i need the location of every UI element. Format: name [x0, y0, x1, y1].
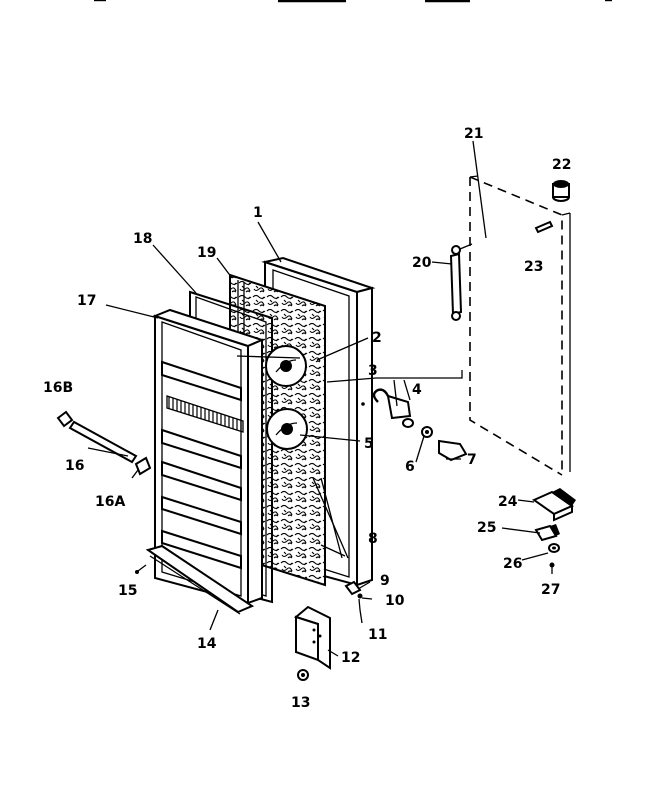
- callout-6: 6: [405, 459, 415, 475]
- callout-11: 11: [368, 627, 387, 643]
- callout-26: 26: [503, 556, 522, 572]
- door-handle: [449, 243, 473, 321]
- callout-labels: 1 2 3 4 5 6 7 8 9 10 11 12 13 14 15 16 1…: [43, 126, 571, 711]
- callout-14: 14: [197, 636, 217, 652]
- hinge-25: [534, 524, 560, 542]
- callout-16b: 16B: [43, 380, 73, 396]
- cap-22: [552, 180, 570, 202]
- callout-2: 2: [372, 330, 382, 346]
- callout-15: 15: [118, 583, 137, 599]
- callout-24: 24: [498, 494, 518, 510]
- lower-hinge-bracket: [293, 605, 331, 670]
- part-23: [534, 220, 554, 234]
- callout-10: 10: [385, 593, 405, 609]
- callout-12: 12: [341, 650, 360, 666]
- callout-25: 25: [477, 520, 496, 536]
- callout-18: 18: [133, 231, 152, 247]
- callout-3: 3: [368, 363, 378, 379]
- callout-5: 5: [364, 436, 374, 452]
- callout-7: 7: [467, 452, 477, 468]
- callout-21: 21: [464, 126, 483, 142]
- callout-16: 16: [65, 458, 84, 474]
- callout-22: 22: [552, 157, 571, 173]
- callout-9: 9: [380, 573, 390, 589]
- bottom-trim: [145, 544, 255, 615]
- hinge-24: [531, 488, 576, 522]
- foot-13: [297, 669, 309, 681]
- callout-1: 1: [253, 205, 263, 221]
- callout-13: 13: [291, 695, 310, 711]
- callout-27: 27: [541, 582, 560, 598]
- hinge-bearings: [265, 345, 308, 450]
- callout-4: 4: [412, 382, 422, 398]
- callout-20: 20: [412, 255, 432, 271]
- top-edge-marks: [94, 0, 612, 3]
- cabinet-outline: [469, 175, 571, 476]
- screw-27: [549, 562, 555, 574]
- callout-8: 8: [368, 531, 378, 547]
- callout-23: 23: [524, 259, 543, 275]
- handle-bracket: [56, 410, 152, 476]
- callout-16a: 16A: [95, 494, 125, 510]
- door-liner: [152, 308, 265, 605]
- small-hardware: [344, 580, 363, 611]
- bushing-26: [548, 543, 560, 553]
- knob-assembly: [372, 388, 468, 462]
- callout-19: 19: [197, 245, 216, 261]
- callout-17: 17: [77, 293, 96, 309]
- leader-lines: [87, 140, 549, 657]
- screw-15: [135, 564, 147, 574]
